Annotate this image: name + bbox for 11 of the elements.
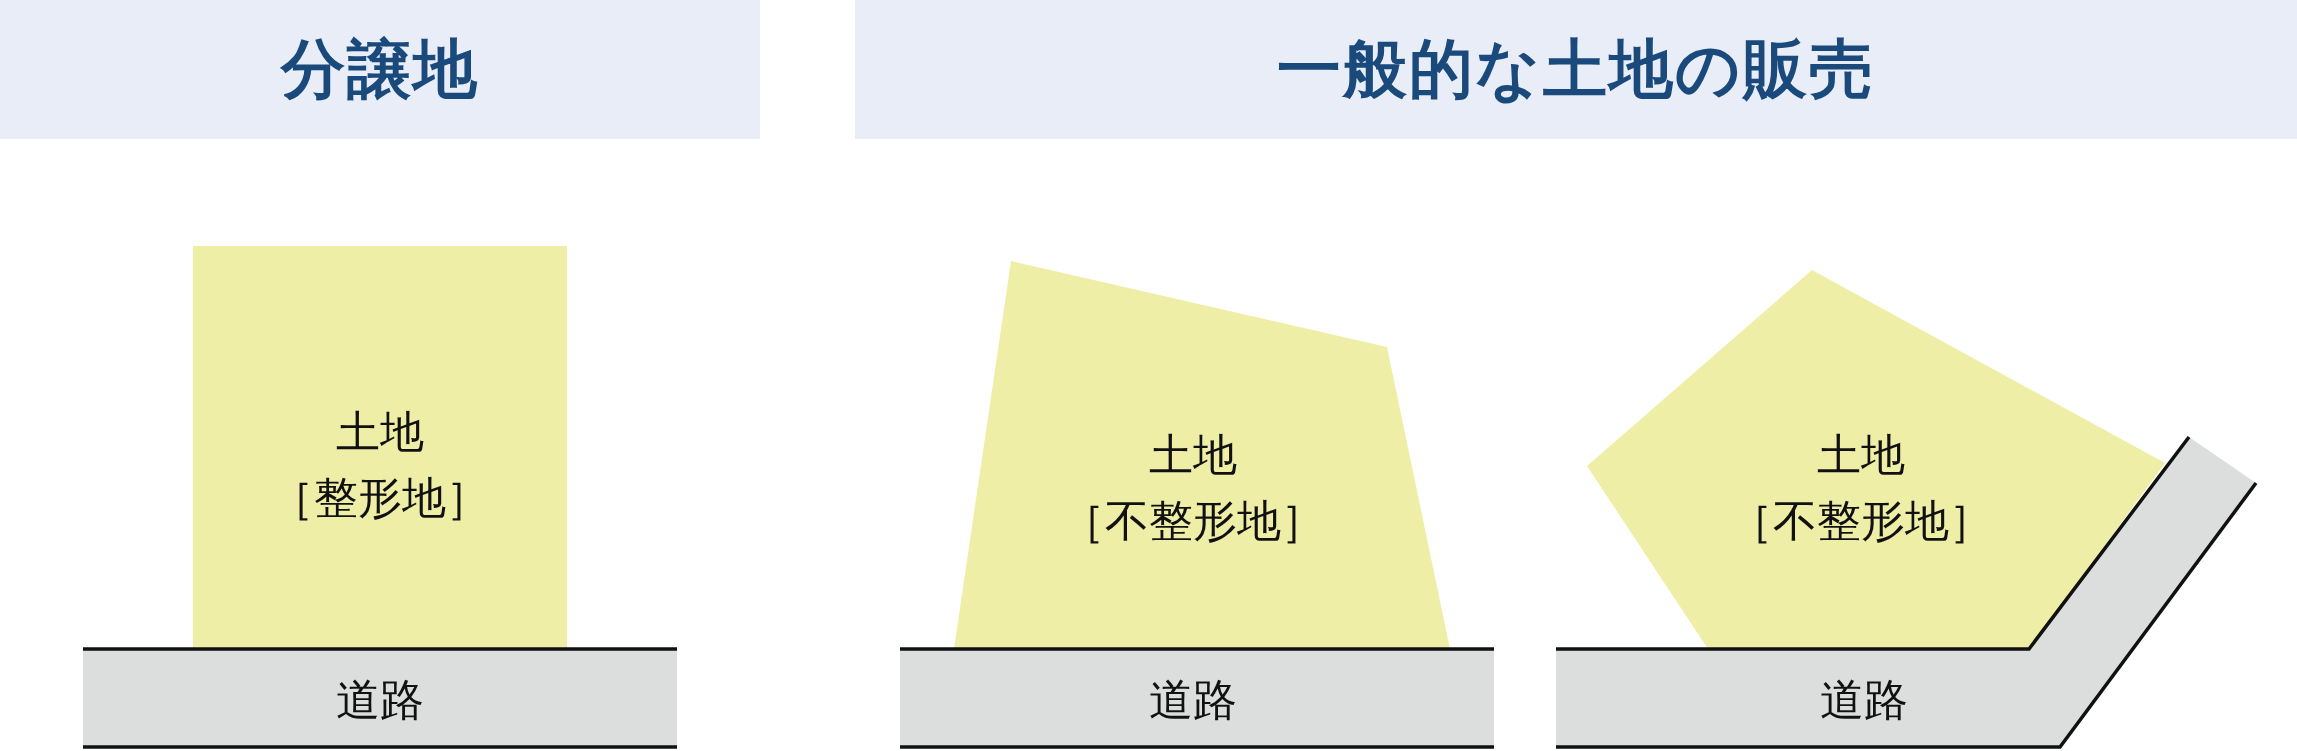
plot-label: ［不整形地］: [1729, 497, 1993, 546]
plot-label: ［整形地］: [270, 474, 490, 523]
road-label: 道路: [1149, 675, 1237, 725]
plot-label: 土地: [1149, 430, 1237, 479]
heading-text: 分譲地: [281, 31, 479, 108]
plot-label: 土地: [1817, 430, 1905, 479]
road-label: 道路: [1820, 675, 1908, 725]
plot-label: 土地: [336, 407, 424, 456]
road-label: 道路: [336, 675, 424, 725]
plot-label: ［不整形地］: [1061, 497, 1325, 546]
heading-text: 一般的な土地の販売: [1277, 31, 1875, 108]
